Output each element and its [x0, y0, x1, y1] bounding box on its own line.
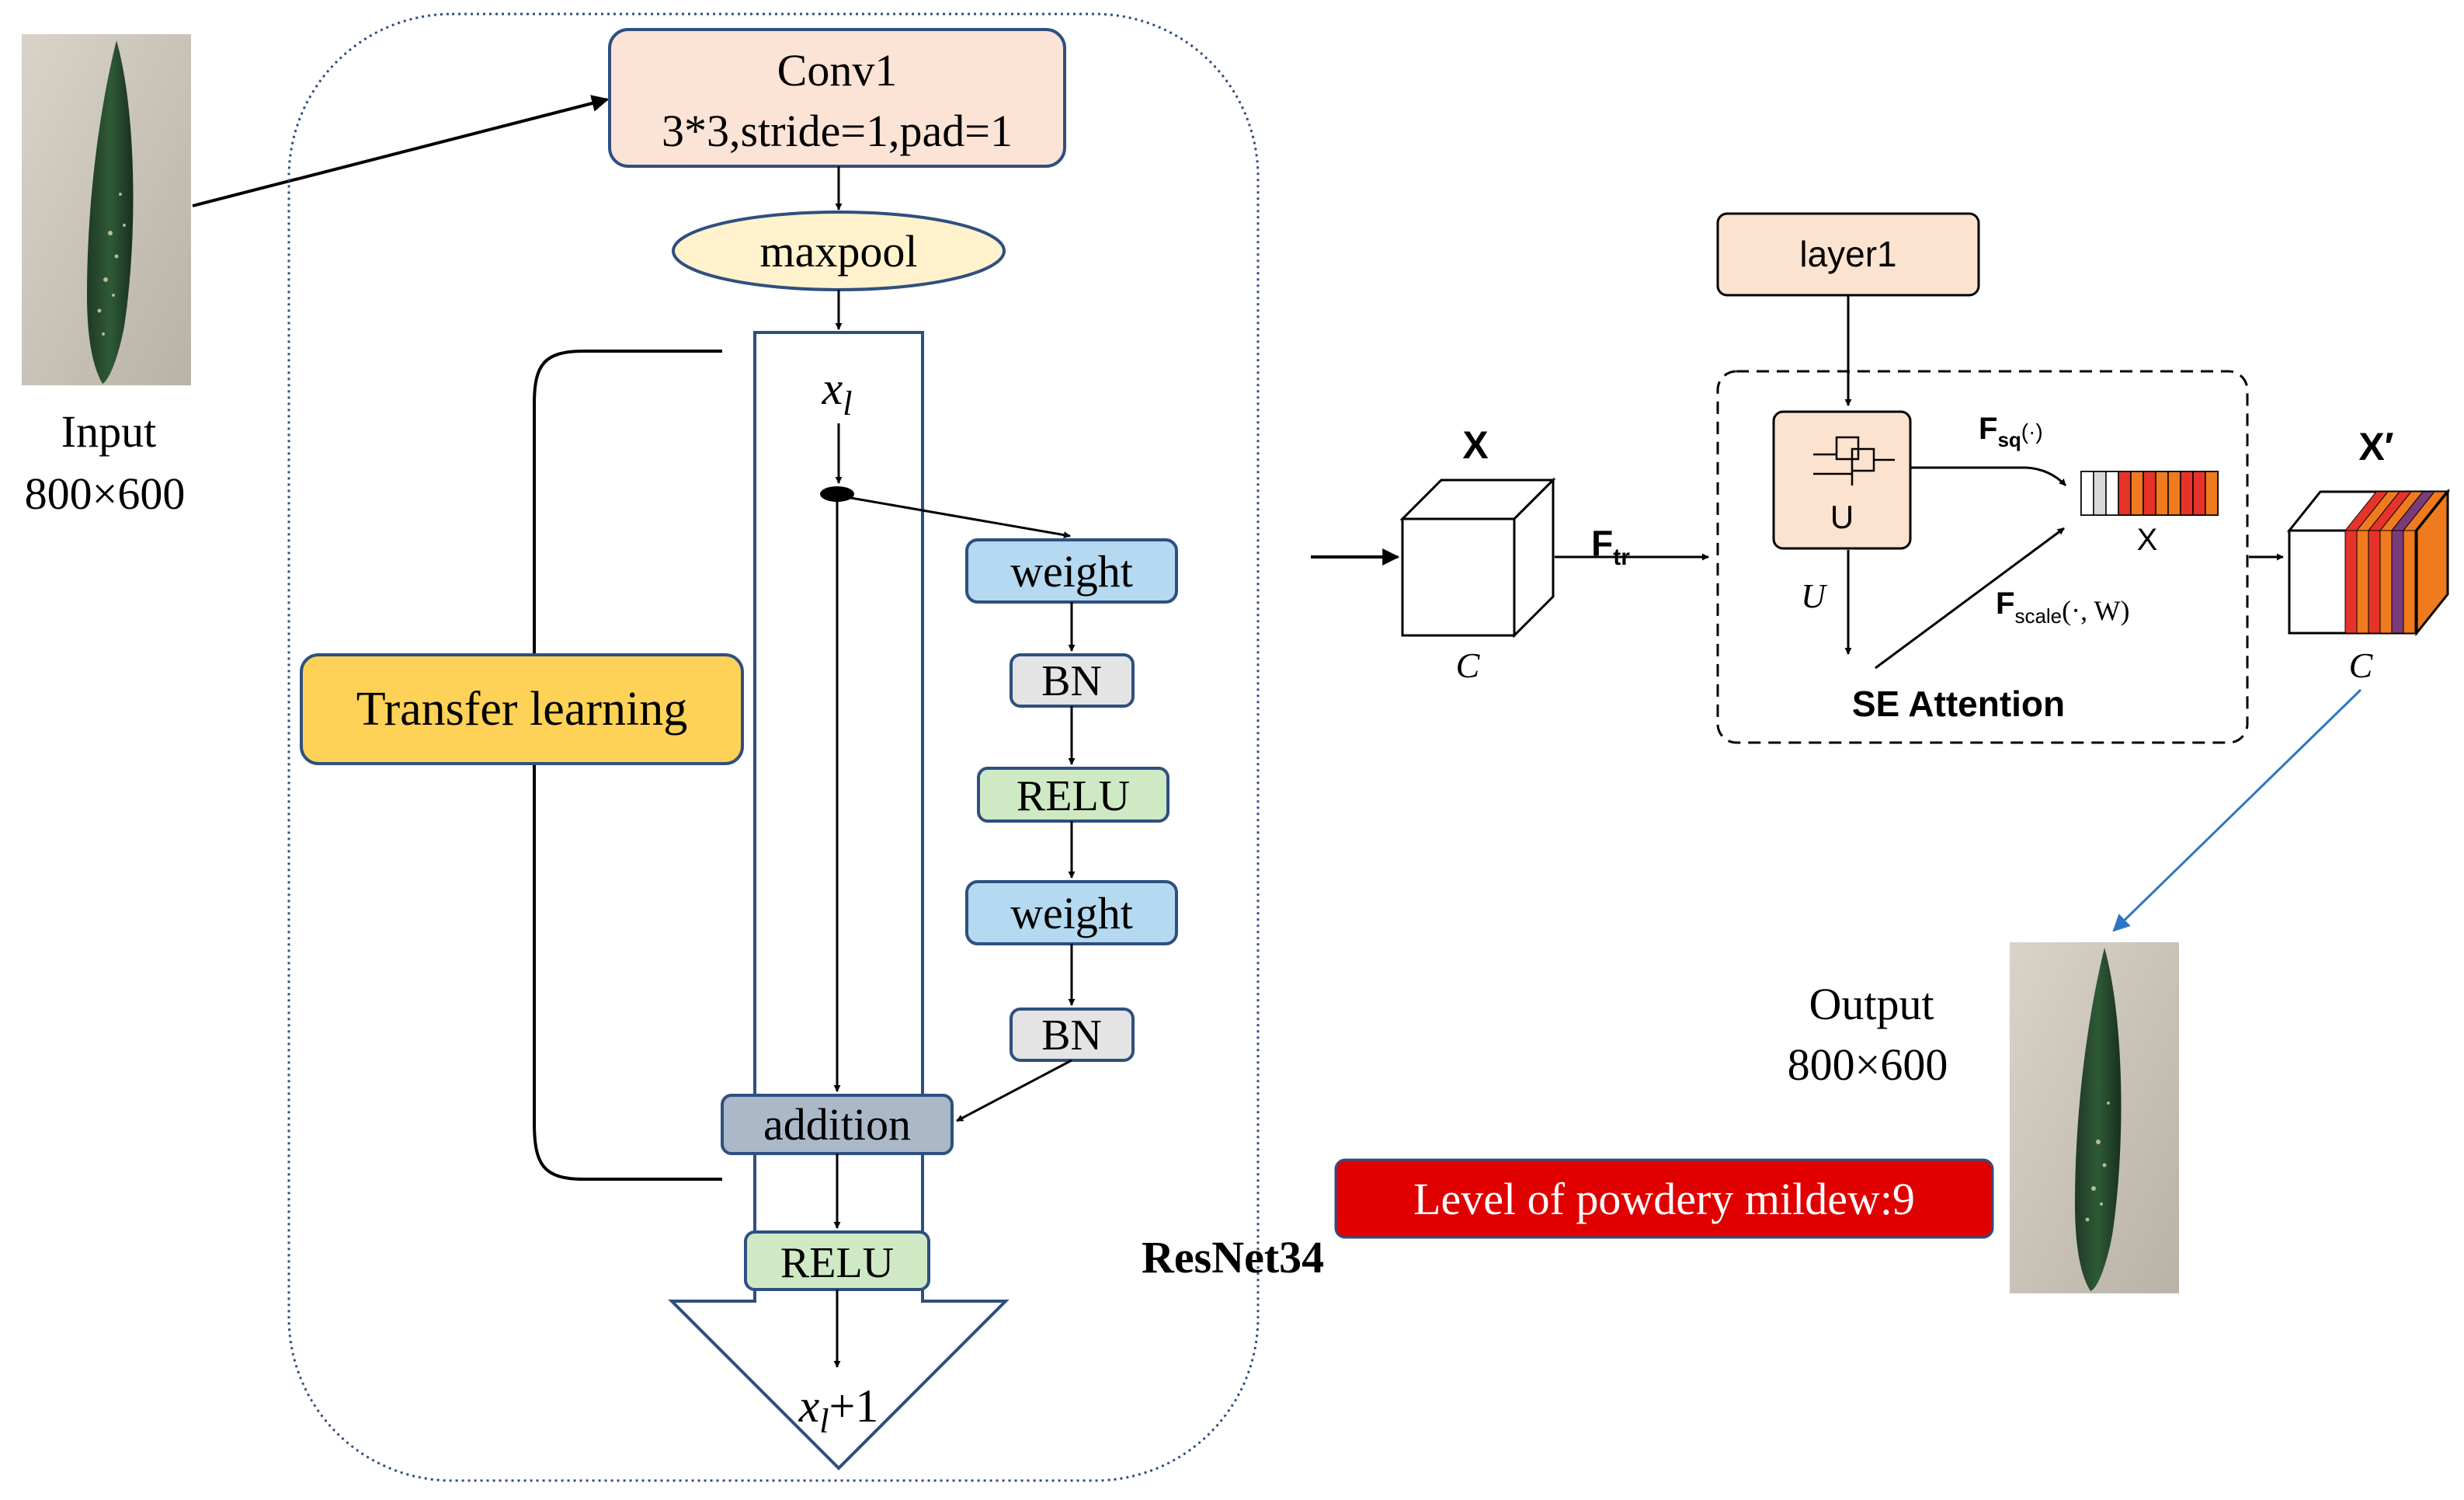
weight-block-2: weight	[965, 880, 1178, 945]
output-leaf-image	[2010, 942, 2179, 1293]
x-prime-channel	[2379, 530, 2393, 634]
conv1-title: Conv1	[777, 45, 898, 96]
input-size: 800×600	[25, 468, 186, 519]
addition-block: addition	[721, 1094, 954, 1155]
result-badge: Level of powdery mildew:9	[1334, 1158, 1994, 1239]
x-prime-channel	[2368, 530, 2381, 634]
residual-column-outline	[668, 331, 1010, 1470]
bn-block-1: BN	[1010, 653, 1135, 708]
channel-weight-cell	[2118, 471, 2132, 516]
channel-weight-cell	[2105, 471, 2119, 516]
x-prime-channel	[2356, 530, 2369, 634]
layer1-block: layer1	[1716, 212, 1980, 297]
svg-text:weight: weight	[1010, 546, 1133, 597]
input-leaf-image	[22, 34, 191, 385]
x-l-plus-one-output: xl+1	[798, 1380, 879, 1440]
weight-block-1: weight	[965, 538, 1178, 604]
cube-x-label: X	[1462, 423, 1488, 467]
transfer-learning-block: Transfer learning	[300, 653, 744, 765]
output-size: 800×600	[1788, 1039, 1948, 1090]
channel-weight-cell	[2130, 471, 2144, 516]
cube-x-prime-c-label: C	[2349, 646, 2374, 685]
channel-weight-cell	[2155, 471, 2169, 516]
svg-text:BN: BN	[1041, 1011, 1102, 1060]
svg-text:Transfer learning: Transfer learning	[356, 683, 687, 736]
resnet-container	[287, 12, 1260, 1482]
squeeze-operator-icon	[1813, 436, 1895, 485]
maxpool-label: maxpool	[760, 226, 918, 277]
se-attention-region	[1716, 370, 2249, 744]
x-prime-channel	[2391, 530, 2404, 634]
svg-text:RELU: RELU	[780, 1239, 894, 1287]
relu-block-1: RELU	[977, 767, 1169, 823]
feature-cube-x-prime	[2286, 488, 2451, 637]
maxpool-block: maxpool	[672, 211, 1006, 291]
svg-text:layer1: layer1	[1799, 234, 1896, 274]
relu-block-out: RELU	[744, 1230, 930, 1291]
x-prime-channel	[2403, 530, 2416, 634]
svg-text:RELU: RELU	[1017, 772, 1130, 820]
channel-weight-cell	[2205, 471, 2219, 516]
x-prime-channel	[2344, 530, 2358, 634]
channel-weight-cell	[2167, 471, 2181, 516]
weight-vector-x-label: X	[2137, 523, 2158, 557]
output-label: Output	[1809, 979, 1934, 1029]
u-side-label: U	[1801, 577, 1828, 615]
input-to-conv1-arrow	[192, 95, 610, 207]
channel-weight-cell	[2093, 471, 2107, 516]
f-sq-label: Fsq(·)	[1979, 412, 2043, 451]
svg-text:U: U	[1830, 499, 1854, 535]
input-label: Input	[61, 406, 156, 457]
conv1-params: 3*3,stride=1,pad=1	[662, 106, 1013, 156]
u-block: U	[1772, 410, 1912, 550]
se-attention-title: SE Attention	[1852, 684, 2065, 724]
channel-weight-cell	[2192, 471, 2206, 516]
bn-block-2: BN	[1010, 1008, 1135, 1062]
svg-text:addition: addition	[763, 1099, 911, 1150]
channel-weight-cell	[2080, 471, 2094, 516]
feature-cube-x	[1399, 477, 1556, 639]
x-l-input: xl	[822, 363, 853, 423]
se-to-output-arrow	[2112, 688, 2362, 932]
branch-point	[820, 486, 854, 502]
cube-x-prime-label: X′	[2358, 425, 2393, 468]
channel-weight-cell	[2180, 471, 2194, 516]
cube-x-c-label: C	[1456, 646, 1481, 685]
result-text: Level of powdery mildew:9	[1413, 1174, 1915, 1224]
channel-weight-vector	[2080, 471, 2219, 516]
conv1-block: Conv1 3*3,stride=1,pad=1	[608, 28, 1066, 168]
f-scale-label: Fscale(·, W)	[1996, 586, 2129, 628]
channel-weight-cell	[2143, 471, 2156, 516]
svg-text:weight: weight	[1010, 888, 1133, 938]
svg-text:BN: BN	[1041, 657, 1102, 705]
f-tr-label: Ftr	[1591, 523, 1630, 570]
resnet34-label: ResNet34	[1142, 1232, 1324, 1282]
